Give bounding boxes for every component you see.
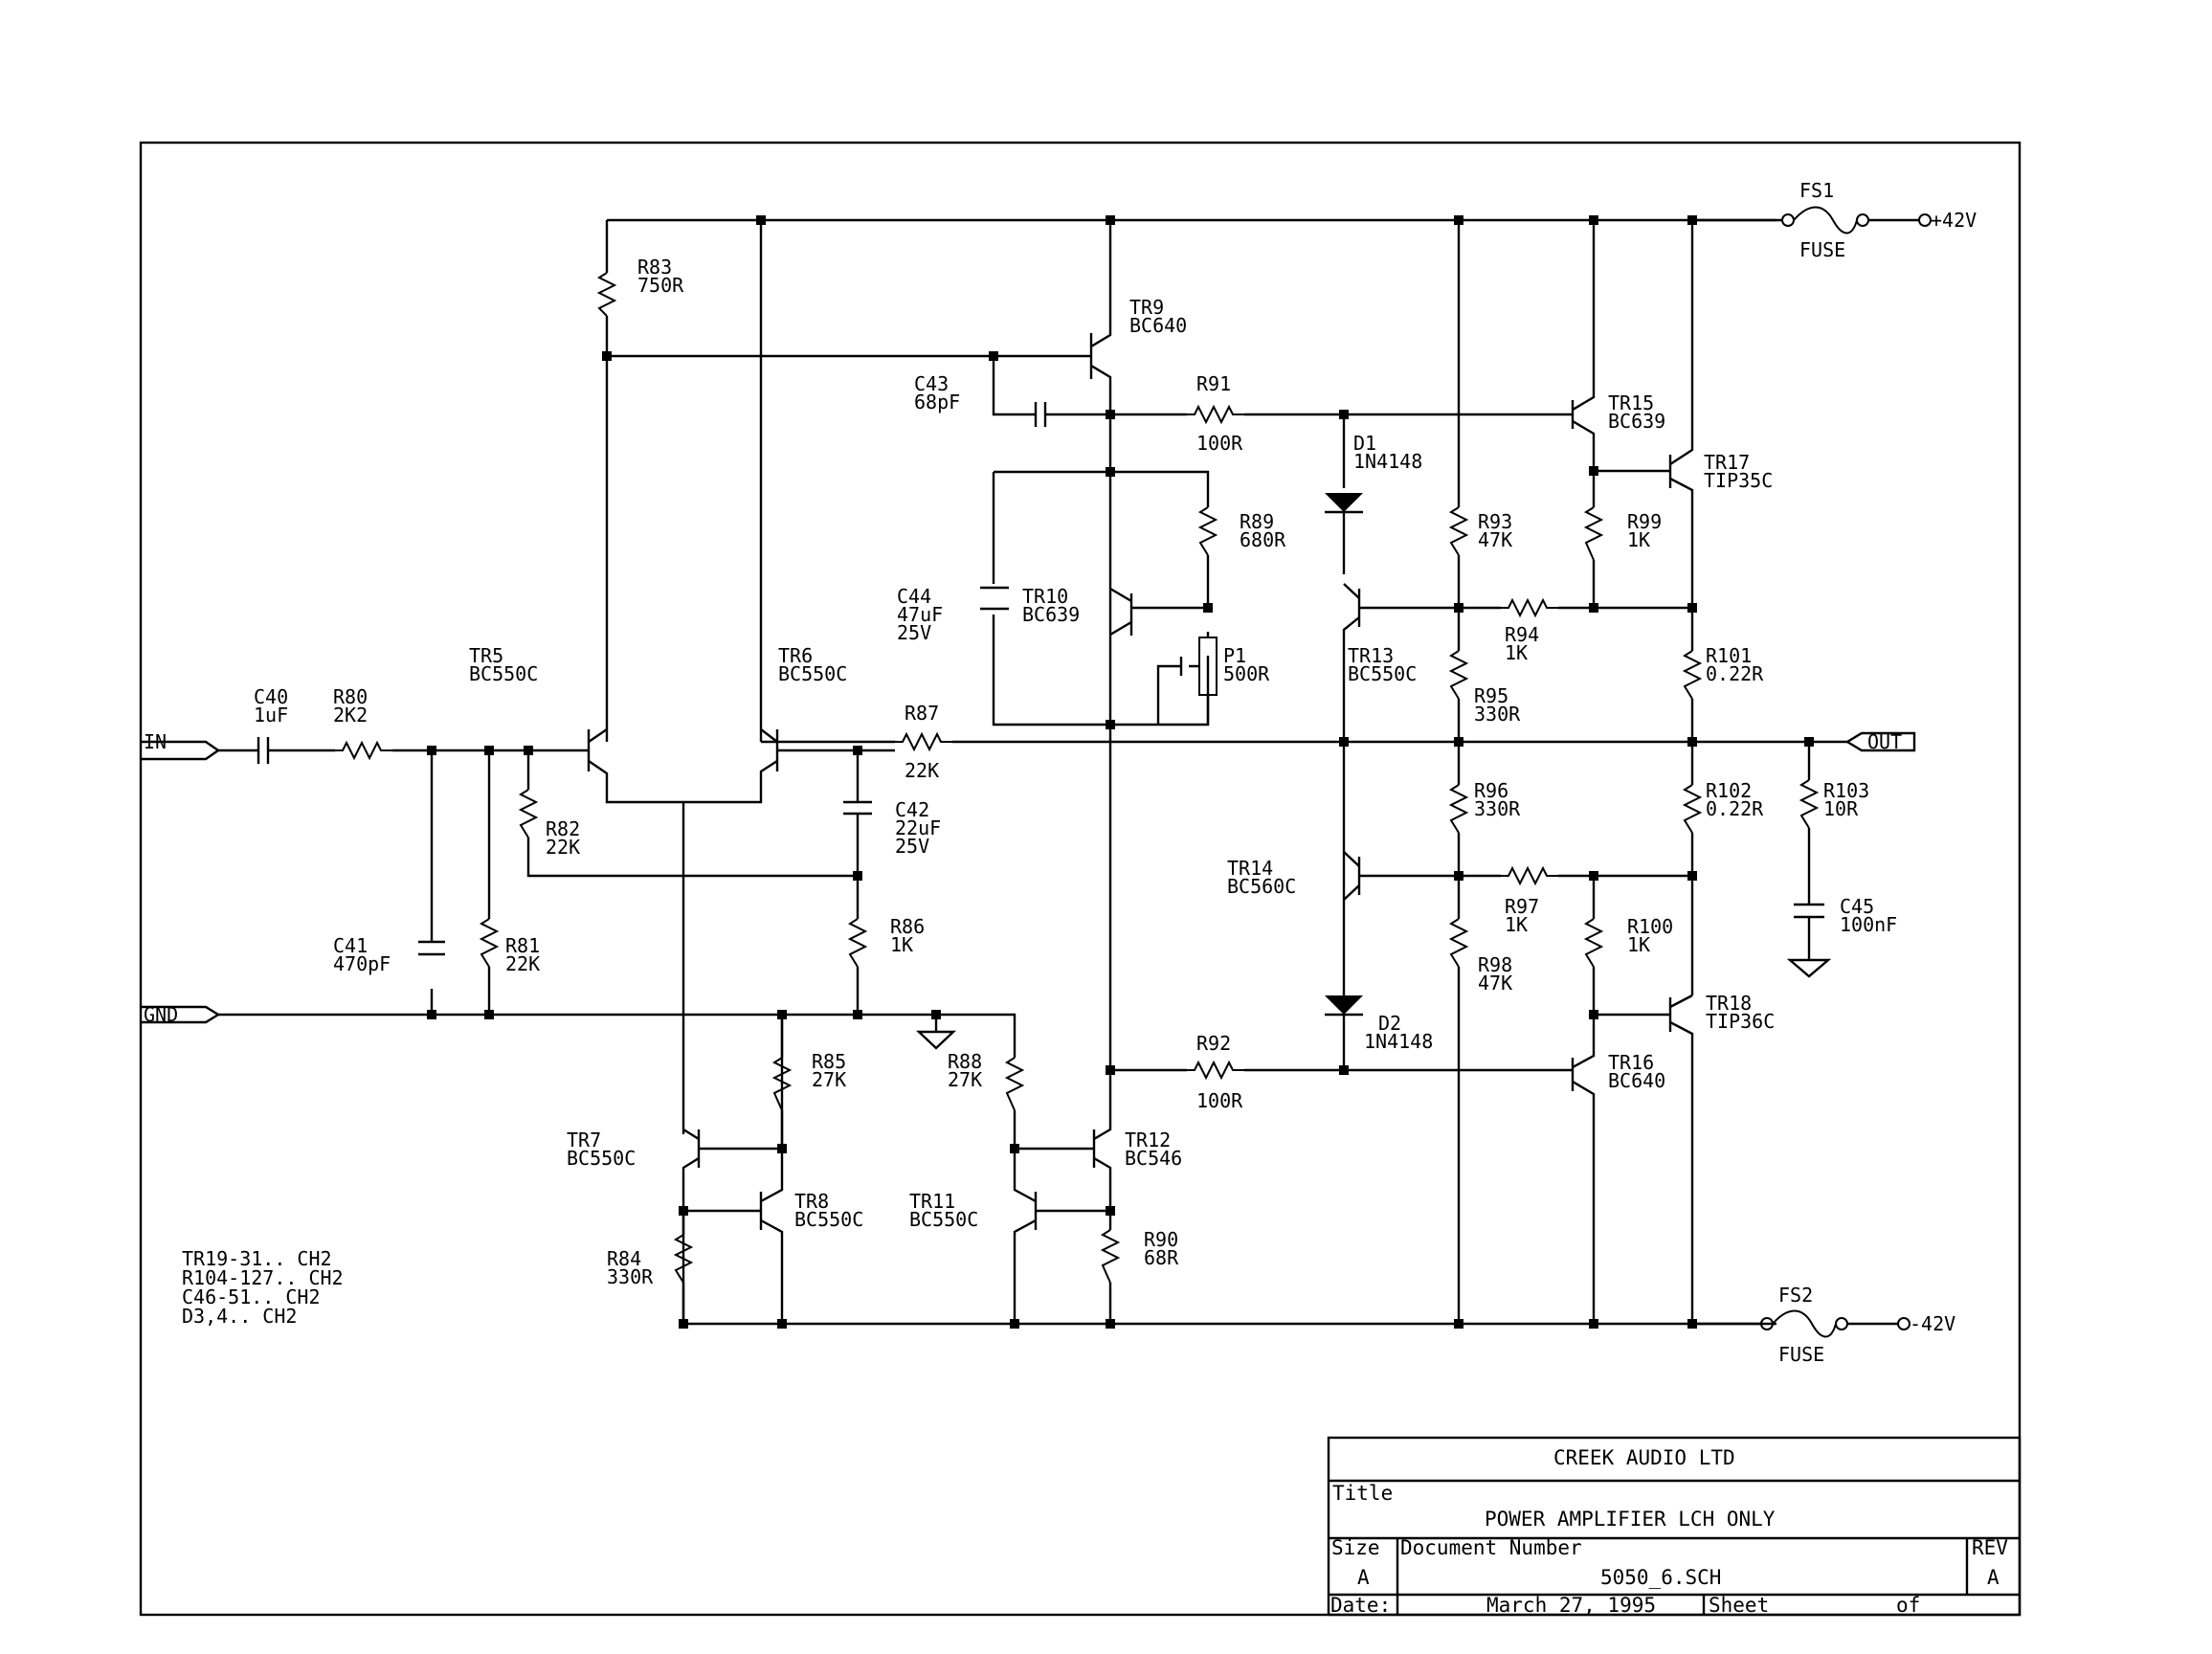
label-fs2-name: FS2 <box>1778 1284 1813 1307</box>
rail-neg-label: -42V <box>1910 1312 1955 1335</box>
channel-notes: TR19-31.. CH2 R104-127.. CH2 C46-51.. CH… <box>182 1247 344 1328</box>
date-label: Date: <box>1330 1594 1391 1617</box>
label-fs1-type: FUSE <box>1799 238 1845 261</box>
label-r91-name: R91 <box>1196 372 1231 395</box>
sheet-of-label: of <box>1896 1594 1920 1617</box>
size-label: Size <box>1331 1536 1380 1559</box>
docnum-value: 5050_6.SCH <box>1600 1566 1721 1589</box>
company-name: CREEK AUDIO LTD <box>1553 1446 1735 1469</box>
sheet-border <box>139 141 2022 1617</box>
label-fs1-name: FS1 <box>1799 179 1834 202</box>
note-line: C46-51.. CH2 <box>182 1285 321 1308</box>
circuit-wiring <box>141 206 1932 1338</box>
title-block: CREEK AUDIO LTD Title POWER AMPLIFIER LC… <box>1327 1436 2022 1617</box>
rail-pos-label: +42V <box>1931 209 1977 232</box>
size-value: A <box>1357 1566 1370 1589</box>
note-line: TR19-31.. CH2 <box>182 1247 332 1270</box>
port-in-label: IN <box>144 730 167 753</box>
label-r92-value: 100R <box>1196 1089 1243 1112</box>
label-r87-name: R87 <box>905 702 939 725</box>
rev-label: REV <box>1972 1536 2008 1559</box>
title-label: Title <box>1332 1482 1393 1505</box>
port-out-label: OUT <box>1867 730 1902 753</box>
note-line: R104-127.. CH2 <box>182 1266 344 1289</box>
junction-dots <box>427 215 1814 1329</box>
docnum-label: Document Number <box>1400 1536 1582 1559</box>
date-value: March 27, 1995 <box>1486 1594 1656 1617</box>
rev-value: A <box>1987 1566 2000 1589</box>
sheet-label: Sheet <box>1709 1594 1769 1617</box>
port-gnd-label: GND <box>144 1003 178 1026</box>
label-fs2-type: FUSE <box>1778 1343 1824 1366</box>
drawing-title: POWER AMPLIFIER LCH ONLY <box>1485 1508 1776 1531</box>
label-r92-name: R92 <box>1196 1032 1231 1055</box>
label-r87-value: 22K <box>905 759 939 782</box>
note-line: D3,4.. CH2 <box>182 1305 297 1328</box>
label-r91-value: 100R <box>1196 432 1243 455</box>
